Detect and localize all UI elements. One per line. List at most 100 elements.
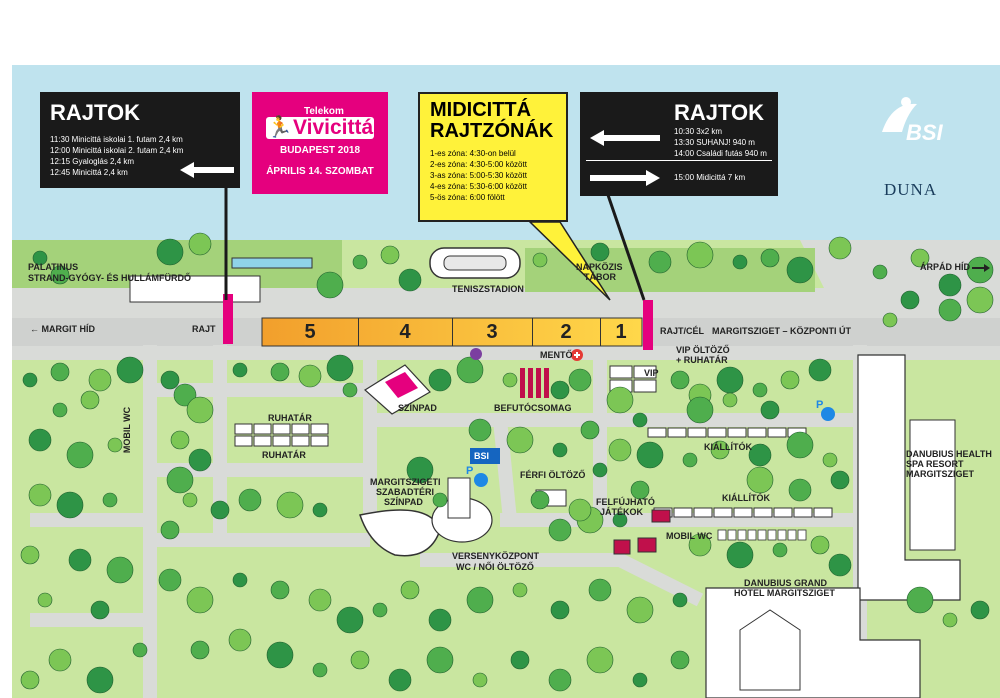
tree bbox=[88, 368, 112, 392]
label-danubius-health-1: DANUBIUS HEALTH bbox=[906, 449, 992, 459]
tree bbox=[872, 264, 888, 280]
right-panel-line-1: 10:30 3x2 km bbox=[674, 127, 723, 136]
right-panel-title: RAJTOK bbox=[674, 100, 765, 125]
tree bbox=[468, 418, 492, 442]
label-parking-1: P bbox=[816, 399, 824, 411]
tree bbox=[188, 232, 212, 256]
right-panel-line-2: 13:30 SUHANJ! 940 m bbox=[674, 138, 755, 147]
tree bbox=[80, 390, 100, 410]
tree bbox=[900, 290, 920, 310]
logo-date: ÁPRILIS 14. SZOMBAT bbox=[266, 166, 374, 177]
arrow-left-icon bbox=[180, 162, 234, 178]
tree bbox=[716, 366, 744, 394]
label-felfujhato-1: FELFÚJHATÓ bbox=[596, 497, 655, 507]
tree bbox=[428, 368, 452, 392]
label-versenykozpont-2: WC / NŐI ÖLTÖZŐ bbox=[456, 562, 534, 572]
cloakroom-tents bbox=[234, 423, 329, 447]
tree bbox=[772, 542, 788, 558]
left-panel-line-1: 11:30 Minicittá iskolai 1. futam 2,4 km bbox=[50, 135, 183, 144]
tree bbox=[472, 672, 488, 688]
tree bbox=[830, 470, 850, 490]
arrow-right-icon bbox=[590, 170, 660, 186]
label-szinpad: SZÍNPAD bbox=[398, 403, 437, 413]
tree bbox=[810, 535, 830, 555]
midicitta-zone-panel: MIDICITTÁ RAJTZÓNÁK 1-es zóna: 4:30-on b… bbox=[418, 92, 568, 222]
tree bbox=[20, 670, 40, 690]
duna-label: DUNA bbox=[884, 180, 938, 199]
tree bbox=[316, 271, 344, 299]
tree bbox=[270, 580, 290, 600]
tree bbox=[588, 578, 612, 602]
bsi-runner-icon bbox=[882, 97, 917, 132]
label-mobil-wc: MOBIL WC bbox=[666, 531, 713, 541]
tree bbox=[808, 358, 832, 382]
tree bbox=[190, 640, 210, 660]
vip-tents bbox=[609, 365, 657, 393]
label-mento: MENTŐ bbox=[540, 350, 573, 360]
tree bbox=[550, 600, 570, 620]
label-felfujhato-2: JÁTÉKOK bbox=[600, 507, 644, 517]
first-aid-icon bbox=[571, 349, 583, 361]
label-kiallitok-2: KIÁLLÍTÓK bbox=[722, 493, 770, 503]
label-bsi-booth: BSI bbox=[474, 451, 490, 461]
zone-4: 4 bbox=[358, 318, 453, 346]
tree bbox=[28, 428, 52, 452]
tree bbox=[686, 241, 714, 269]
tree bbox=[746, 466, 774, 494]
tree bbox=[400, 580, 420, 600]
label-napkozis-2: TÁBOR bbox=[584, 272, 616, 282]
tree bbox=[822, 452, 838, 468]
tree bbox=[158, 568, 182, 592]
tree bbox=[630, 480, 650, 500]
tree bbox=[188, 448, 212, 472]
tree bbox=[910, 248, 930, 268]
tree bbox=[466, 586, 494, 614]
midi-line-1: 1-es zóna: 4:30-on belül bbox=[430, 149, 516, 158]
start-finish-marker bbox=[643, 300, 653, 350]
zone-2: 2 bbox=[532, 318, 601, 346]
midi-line-2: 2-es zóna: 4:30-5:00 között bbox=[430, 160, 527, 169]
tree bbox=[406, 456, 434, 484]
bsi-logo: BSI bbox=[872, 92, 962, 152]
tree bbox=[186, 396, 214, 424]
tree bbox=[636, 441, 664, 469]
tree bbox=[456, 356, 484, 384]
tree bbox=[726, 541, 754, 569]
label-ferfi-oltozo: FÉRFI ÖLTÖZŐ bbox=[520, 470, 586, 480]
tree bbox=[786, 256, 814, 284]
tree bbox=[106, 556, 134, 584]
tree bbox=[232, 572, 248, 588]
arrow-left-icon bbox=[590, 130, 660, 146]
tree bbox=[90, 600, 110, 620]
tree bbox=[52, 402, 68, 418]
tree bbox=[132, 642, 148, 658]
tree bbox=[670, 650, 690, 670]
tree bbox=[102, 492, 118, 508]
tree bbox=[686, 396, 714, 424]
logo-name: Vivicittá bbox=[293, 116, 374, 139]
tree bbox=[788, 478, 812, 502]
tree bbox=[426, 646, 454, 674]
tree bbox=[580, 420, 600, 440]
tree bbox=[298, 364, 322, 388]
logo-city-year: BUDAPEST 2018 bbox=[279, 145, 361, 156]
tree bbox=[107, 437, 123, 453]
tree bbox=[688, 533, 712, 557]
tree bbox=[722, 392, 738, 408]
tree bbox=[210, 500, 230, 520]
label-kozponti-ut: MARGITSZIGET – KÖZPONTI ÚT bbox=[712, 326, 851, 336]
finisher-packages bbox=[520, 368, 549, 398]
label-versenykozpont-1: VERSENYKÖZPONT bbox=[452, 551, 540, 561]
start-marker-left bbox=[223, 294, 233, 344]
label-vip-oltozo-2: + RUHATÁR bbox=[676, 355, 728, 365]
tree bbox=[66, 441, 94, 469]
label-danubius-health-3: MARGITSZIGET bbox=[906, 469, 974, 479]
tree bbox=[238, 488, 262, 512]
label-befutocsomag: BEFUTÓCSOMAG bbox=[494, 403, 572, 413]
tree bbox=[266, 641, 294, 669]
tree bbox=[530, 490, 550, 510]
midi-line-4: 4-es zóna: 5:30-6:00 között bbox=[430, 182, 527, 191]
tree bbox=[116, 356, 144, 384]
right-panel-line-3: 14:00 Családi futás 940 m bbox=[674, 149, 767, 158]
tree bbox=[748, 443, 772, 467]
